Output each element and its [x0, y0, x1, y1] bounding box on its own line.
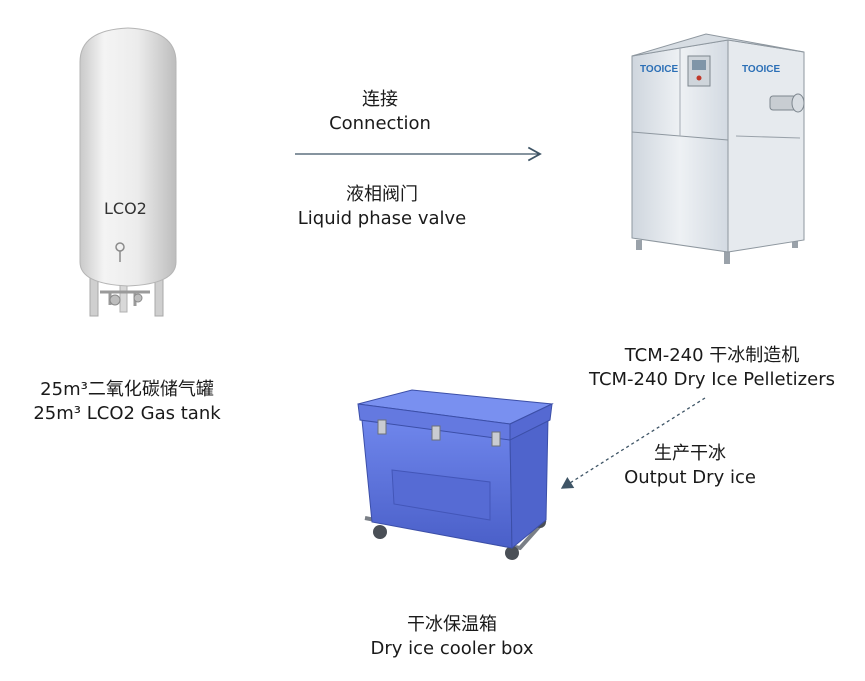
tank-body-label: LCO2	[104, 199, 147, 218]
machine-caption-en: TCM-240 Dry Ice Pelletizers	[589, 369, 835, 390]
machine-caption-zh: TCM-240 干冰制造机	[624, 345, 800, 366]
cooler-box-illustration	[357, 389, 554, 560]
connection-label-zh: 连接	[362, 89, 398, 110]
connection-label-en: Connection	[329, 113, 431, 134]
machine-caption: TCM-240 干冰制造机 TCM-240 Dry Ice Pelletizer…	[572, 344, 852, 392]
cooler-caption: 干冰保温箱 Dry ice cooler box	[352, 613, 552, 661]
valve-label-en: Liquid phase valve	[297, 208, 467, 229]
machine-brand-side: TOOICE	[742, 64, 780, 75]
tank-caption: 25m³二氧化碳储气罐 25m³ LCO2 Gas tank	[22, 378, 232, 426]
tank-caption-zh: 25m³二氧化碳储气罐	[40, 379, 214, 400]
machine-brand-front: TOOICE	[640, 64, 678, 75]
output-arrow	[560, 397, 706, 489]
dry-ice-machine-illustration	[631, 33, 805, 264]
valve-label: 液相阀门 Liquid phase valve	[282, 183, 482, 231]
cooler-caption-zh: 干冰保温箱	[407, 614, 497, 635]
output-label-en: Output Dry ice	[624, 467, 756, 488]
tank-caption-en: 25m³ LCO2 Gas tank	[33, 403, 221, 424]
output-label-zh: 生产干冰	[654, 443, 726, 464]
cooler-caption-en: Dry ice cooler box	[370, 638, 534, 659]
co2-tank-illustration	[79, 27, 177, 317]
output-label: 生产干冰 Output Dry ice	[610, 442, 770, 490]
connection-label: 连接 Connection	[300, 88, 460, 136]
valve-label-zh: 液相阀门	[346, 184, 418, 205]
